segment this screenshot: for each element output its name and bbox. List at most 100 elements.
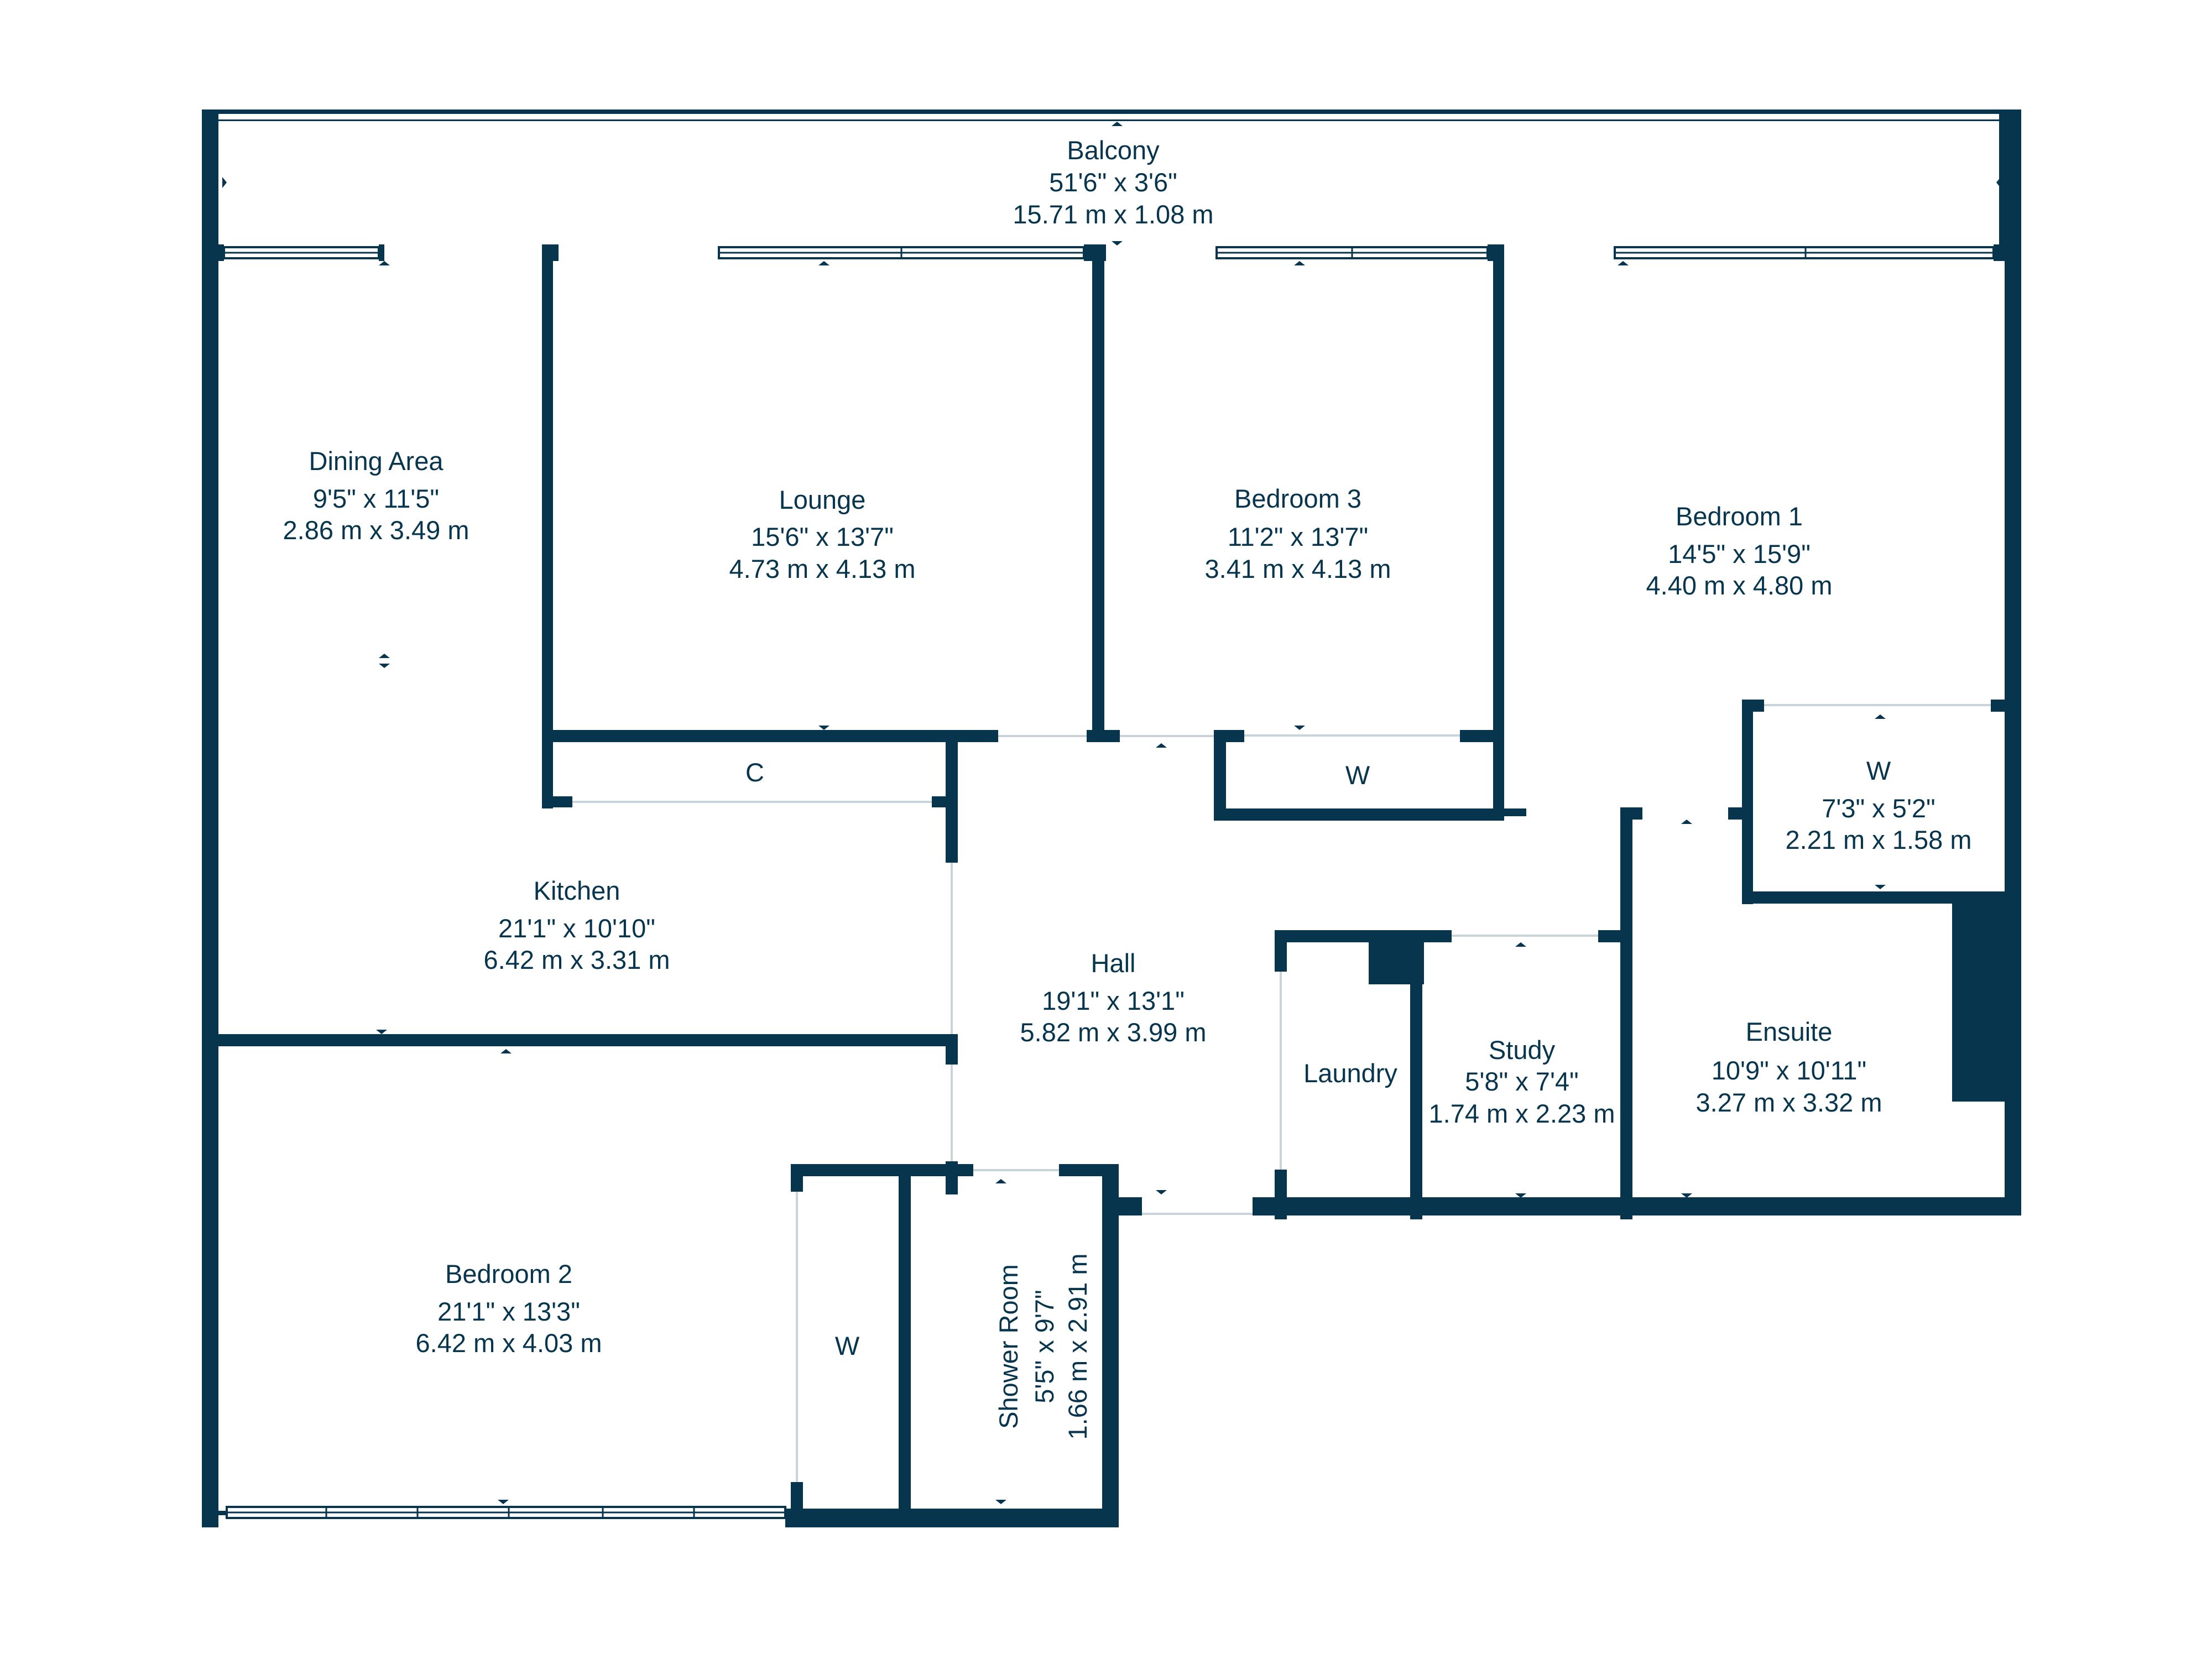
shower-room-label: Shower Room 5'5" x 9'7" 1.66 m x 2.91 m bbox=[994, 1254, 1092, 1440]
wall-bed3-south-2 bbox=[1460, 730, 1504, 742]
wall-study-north-b bbox=[1598, 930, 1631, 942]
bedroom2-imperial: 21'1" x 13'3" bbox=[437, 1297, 580, 1326]
bedroom3-metric: 3.41 m x 4.13 m bbox=[1205, 554, 1391, 583]
balcony-rail bbox=[218, 109, 2005, 114]
wall-cupboard-east bbox=[946, 735, 958, 830]
shower-metric: 1.66 m x 2.91 m bbox=[1063, 1254, 1092, 1440]
lounge-metric: 4.73 m x 4.13 m bbox=[729, 554, 916, 583]
facade-seg-6 bbox=[1994, 244, 2005, 261]
bedroom1-name: Bedroom 1 bbox=[1676, 502, 1803, 531]
wall-kitchen-east-a bbox=[946, 824, 958, 863]
walls bbox=[202, 109, 2021, 1527]
facade-seg-1 bbox=[218, 244, 224, 261]
wall-lounge-west bbox=[542, 244, 553, 808]
wall-lounge-bed3 bbox=[1092, 244, 1104, 731]
wall-ensuite-west bbox=[1620, 807, 1632, 1219]
marker bbox=[1681, 820, 1692, 824]
marker bbox=[1112, 122, 1123, 126]
marker bbox=[1875, 885, 1886, 889]
wardrobe1-name: W bbox=[1866, 756, 1891, 785]
marker bbox=[1112, 241, 1123, 246]
marker bbox=[1156, 743, 1167, 748]
wall-laundry-study bbox=[1410, 930, 1422, 1219]
bedroom2-metric: 6.42 m x 4.03 m bbox=[416, 1328, 602, 1358]
cupboard-name: C bbox=[745, 758, 764, 787]
marker bbox=[1294, 261, 1305, 265]
kitchen-metric: 6.42 m x 3.31 m bbox=[484, 945, 670, 974]
marker bbox=[376, 1030, 387, 1034]
marker bbox=[995, 1500, 1006, 1504]
marker bbox=[1294, 726, 1305, 730]
marker bbox=[1156, 1190, 1167, 1194]
marker bbox=[500, 1049, 512, 1053]
hall-imperial: 19'1" x 13'1" bbox=[1042, 986, 1185, 1015]
wall-ensuite-north-b bbox=[1728, 807, 1753, 820]
wall-service-south bbox=[1253, 1197, 2021, 1215]
wardrobe1-metric: 2.21 m x 1.58 m bbox=[1786, 825, 1972, 854]
wall-shower-north bbox=[791, 1164, 973, 1176]
marker bbox=[1996, 177, 2001, 188]
wall-cupboard-south-b bbox=[932, 796, 958, 807]
room-labels: Balcony 51'6" x 3'6" 15.71 m x 1.08 m Di… bbox=[283, 135, 1972, 1440]
marker bbox=[379, 261, 390, 265]
ensuite-metric: 3.27 m x 3.32 m bbox=[1696, 1088, 1882, 1117]
marker bbox=[379, 654, 390, 658]
wall-bed3-bed1 bbox=[1493, 244, 1504, 814]
wall-cupboard-south-a bbox=[542, 796, 572, 807]
balcony-imperial: 51'6" x 3'6" bbox=[1049, 168, 1177, 197]
wall-wardrobe3-ext bbox=[1504, 808, 1526, 816]
study-imperial: 5'8" x 7'4" bbox=[1465, 1067, 1579, 1096]
wall-lounge-south bbox=[542, 730, 946, 742]
dining-metric: 2.86 m x 3.49 m bbox=[283, 515, 469, 545]
marker bbox=[222, 177, 227, 188]
wall-lounge-south-2 bbox=[946, 730, 998, 742]
marker bbox=[1515, 942, 1526, 947]
shower-imperial: 5'5" x 9'7" bbox=[1030, 1290, 1059, 1404]
balcony-name: Balcony bbox=[1067, 135, 1160, 165]
wall-laundry-west-a bbox=[1275, 930, 1287, 972]
marker bbox=[1515, 1193, 1526, 1198]
bedroom1-metric: 4.40 m x 4.80 m bbox=[1646, 571, 1833, 600]
wall-wardrobe3-west bbox=[1214, 730, 1226, 818]
marker bbox=[379, 664, 390, 668]
wall-east bbox=[2005, 109, 2021, 1215]
marker bbox=[1618, 261, 1629, 265]
wall-wardrobe2-shower bbox=[899, 1164, 911, 1527]
study-name: Study bbox=[1489, 1035, 1556, 1065]
balcony-east-post bbox=[1999, 109, 2006, 245]
door-openings bbox=[572, 704, 1991, 1482]
lounge-imperial: 15'6" x 13'7" bbox=[751, 522, 894, 551]
wardrobe1-imperial: 7'3" x 5'2" bbox=[1822, 794, 1936, 823]
wall-shower-north-b bbox=[1059, 1164, 1114, 1176]
ensuite-imperial: 10'9" x 10'11" bbox=[1712, 1056, 1866, 1085]
windows bbox=[223, 246, 1995, 1519]
kitchen-imperial: 21'1" x 10'10" bbox=[498, 914, 655, 943]
dining-name: Dining Area bbox=[309, 446, 444, 476]
bedroom3-name: Bedroom 3 bbox=[1234, 484, 1361, 513]
dining-imperial: 9'5" x 11'5" bbox=[313, 484, 439, 513]
hall-name: Hall bbox=[1091, 948, 1136, 978]
shower-name: Shower Room bbox=[994, 1264, 1023, 1429]
study-metric: 1.74 m x 2.23 m bbox=[1429, 1099, 1615, 1128]
bedroom1-imperial: 14'5" x 15'9" bbox=[1668, 539, 1811, 568]
marker bbox=[995, 1179, 1006, 1183]
wall-kitchen-south bbox=[218, 1034, 958, 1046]
marker bbox=[818, 726, 830, 730]
facade-seg-2 bbox=[379, 244, 384, 261]
wall-wardrobe2-west-a bbox=[791, 1164, 803, 1192]
wall-laundry-north bbox=[1275, 930, 1452, 942]
wall-wardrobe1-south bbox=[1742, 891, 2005, 904]
wall-south bbox=[785, 1509, 1119, 1527]
ensuite-name: Ensuite bbox=[1746, 1017, 1833, 1046]
wall-west bbox=[202, 109, 218, 1527]
wall-shower-east bbox=[1102, 1164, 1119, 1527]
balcony-metric: 15.71 m x 1.08 m bbox=[1013, 200, 1213, 229]
dimension-markers bbox=[222, 122, 2001, 1504]
wall-lounge-south-3 bbox=[1087, 730, 1120, 742]
lounge-name: Lounge bbox=[779, 485, 866, 514]
wardrobe2-name: W bbox=[835, 1331, 860, 1360]
hall-metric: 5.82 m x 3.99 m bbox=[1020, 1018, 1207, 1047]
wall-wardrobe1-west bbox=[1742, 700, 1753, 904]
marker bbox=[1681, 1193, 1692, 1198]
